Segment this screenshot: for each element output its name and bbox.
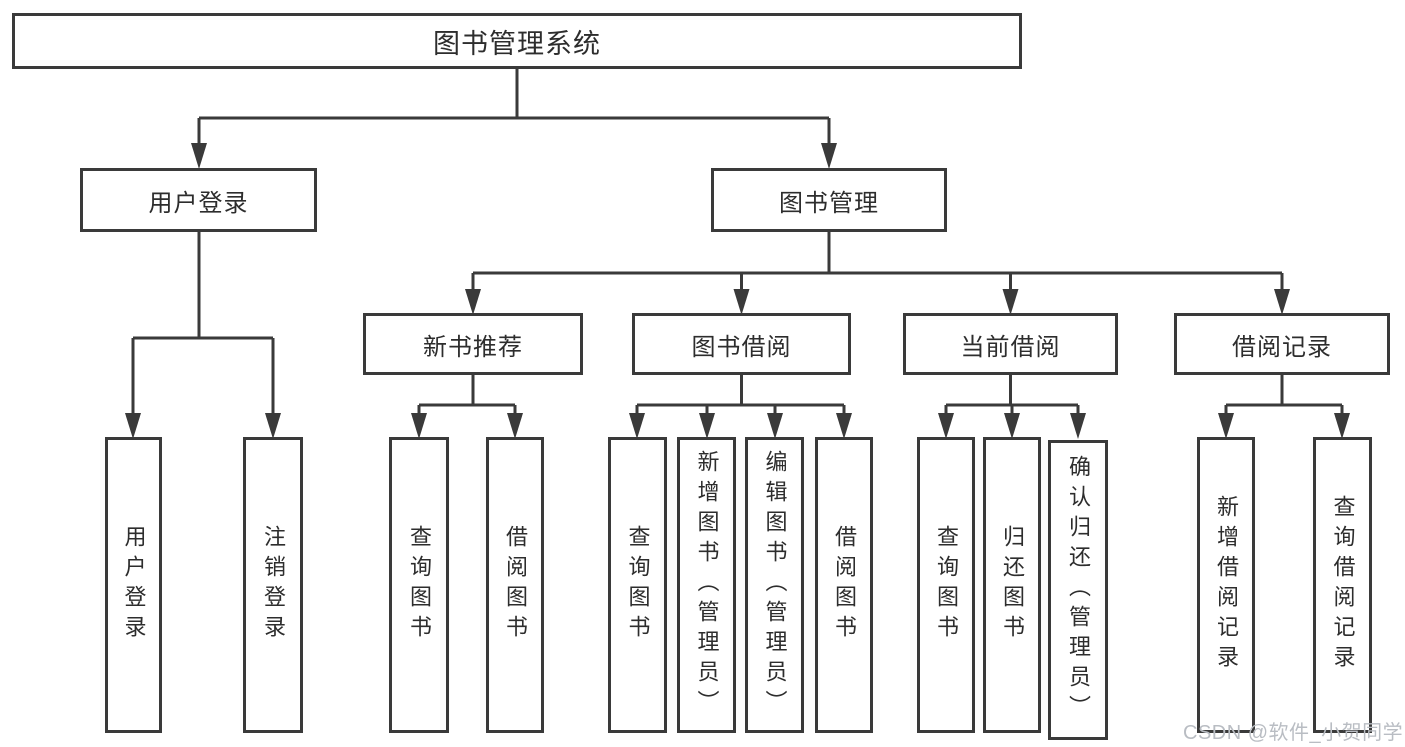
node-book-management: 图书管理	[711, 168, 947, 232]
node-label: 用户登录	[148, 189, 249, 217]
leaf-label: 注销登录	[261, 525, 286, 645]
arrowhead	[1274, 289, 1290, 315]
arrowhead	[1334, 413, 1350, 439]
node-book-borrow: 图书借阅	[632, 313, 851, 375]
leaf-user-login: 用户登录	[105, 437, 162, 733]
leaf-label: 确认归还（管理员）	[1066, 455, 1091, 725]
arrowhead	[191, 143, 207, 169]
leaf-label: 归还图书	[1000, 525, 1025, 645]
arrowhead	[733, 289, 750, 315]
arrowhead	[938, 413, 954, 439]
leaf-logout-login: 注销登录	[243, 437, 303, 733]
leaf-query-books: 查询图书	[608, 437, 667, 733]
arrowhead	[1218, 413, 1234, 439]
arrowhead	[1004, 413, 1020, 439]
arrowhead	[125, 413, 141, 439]
node-current-borrow: 当前借阅	[903, 313, 1118, 375]
node-borrow-records: 借阅记录	[1174, 313, 1390, 375]
arrowhead	[767, 413, 783, 439]
leaf-borrow-books: 借阅图书	[486, 437, 544, 733]
arrowhead	[821, 143, 837, 169]
node-label: 借阅记录	[1232, 333, 1332, 361]
leaf-label: 借阅图书	[832, 525, 857, 645]
csdn-watermark: CSDN @软件_小贺同学	[1183, 722, 1404, 744]
arrowhead	[465, 289, 481, 315]
leaf-label: 借阅图书	[503, 525, 528, 645]
node-library-management-system: 图书管理系统	[12, 13, 1022, 69]
leaf-add-borrow-record: 新增借阅记录	[1197, 437, 1255, 733]
arrowhead	[507, 413, 523, 439]
leaf-label: 用户登录	[121, 525, 147, 645]
leaf-label: 查询借阅记录	[1330, 495, 1356, 675]
connector-path	[131, 69, 1344, 416]
leaf-query-books: 查询图书	[917, 437, 975, 733]
node-user-login: 用户登录	[80, 168, 317, 232]
leaf-label: 查询图书	[934, 525, 959, 645]
arrowhead	[629, 413, 645, 439]
leaf-return-books: 归还图书	[983, 437, 1041, 733]
node-label: 当前借阅	[960, 333, 1061, 361]
leaf-confirm-return-admin: 确认归还（管理员）	[1048, 440, 1108, 740]
leaf-label: 查询图书	[407, 525, 432, 645]
node-label: 图书管理系统	[433, 28, 601, 59]
node-label: 新书推荐	[423, 333, 523, 361]
leaf-label: 新增借阅记录	[1214, 495, 1239, 675]
leaf-query-books: 查询图书	[389, 437, 449, 733]
leaf-borrow-books: 借阅图书	[815, 437, 873, 733]
leaf-label: 新增图书（管理员）	[694, 450, 720, 720]
node-label: 图书借阅	[691, 333, 792, 361]
node-label: 图书管理	[779, 189, 879, 217]
leaf-query-borrow-record: 查询借阅记录	[1313, 437, 1372, 733]
leaf-edit-books-admin: 编辑图书（管理员）	[745, 437, 804, 733]
arrowhead	[265, 413, 281, 439]
leaf-label: 查询图书	[625, 525, 651, 645]
node-new-book-recommend: 新书推荐	[363, 313, 583, 375]
arrowhead	[1070, 413, 1086, 439]
arrowheads	[125, 143, 1350, 439]
arrowhead	[1002, 289, 1019, 315]
arrowhead	[836, 413, 852, 439]
arrowhead	[411, 413, 427, 439]
leaf-add-books-admin: 新增图书（管理员）	[677, 437, 736, 733]
leaf-label: 编辑图书（管理员）	[762, 450, 788, 720]
arrowhead	[699, 413, 715, 439]
